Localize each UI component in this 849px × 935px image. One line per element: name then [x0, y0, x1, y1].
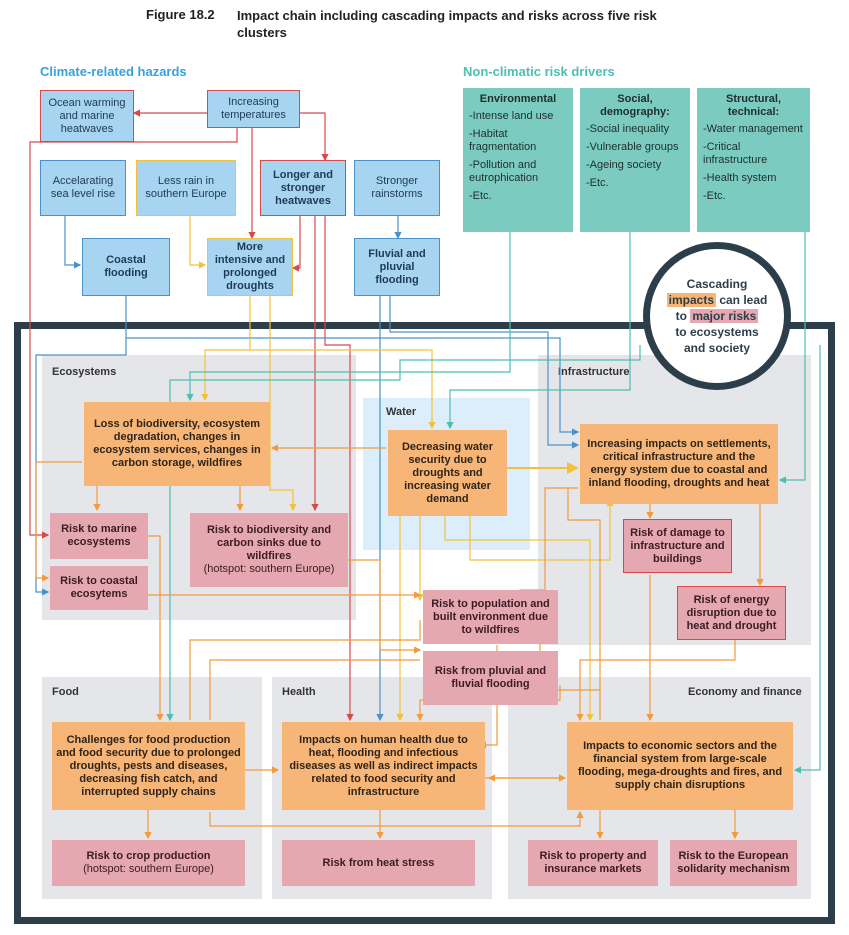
hazard-rainstorms: Stronger rainstorms [354, 160, 440, 216]
impact-water-security: Decreasing water security due to drought… [388, 430, 507, 516]
cluster-label-food: Food [52, 686, 79, 698]
driver-item: -Habitat fragmentation [469, 128, 537, 153]
driver-item: -Etc. [586, 177, 609, 189]
cluster-label-infrastructure: Infrastructure [558, 366, 630, 378]
risk-population: Risk to population and built environment… [423, 590, 558, 644]
risk-energy: Risk of energy disruption due to heat an… [677, 586, 786, 640]
driver-structural-title: Structural, technical: [725, 93, 781, 118]
hazard-coastal-flooding: Coastal flooding [82, 238, 170, 296]
drivers-header: Non-climatic risk drivers [463, 64, 615, 79]
hazard-increasing-temperatures: Increasing temperatures [207, 90, 300, 128]
driver-social: Social, demography: -Social inequality -… [580, 88, 690, 232]
callout-line-2: impacts can lead [666, 292, 768, 308]
callout-to: to [675, 309, 691, 323]
driver-item: -Ageing society [586, 159, 662, 171]
hazard-heatwaves: Longer and stronger heatwaves [260, 160, 346, 216]
risk-coastal: Risk to coastal ecosytems [50, 566, 148, 610]
driver-item: -Social inequality [586, 123, 670, 135]
callout-line-1: Cascading [686, 277, 748, 291]
impact-food: Challenges for food production and food … [52, 722, 245, 810]
driver-item: -Health system [703, 172, 777, 184]
driver-item: -Etc. [703, 190, 726, 202]
callout-line-3: to major risks [676, 308, 759, 324]
callout-line-4: to ecosystems [675, 325, 759, 339]
driver-item: -Pollution and eutrophication [469, 159, 539, 184]
driver-item: -Etc. [469, 190, 492, 202]
risk-biodiversity-note: (hotspot: southern Europe) [203, 563, 335, 575]
hazards-header: Climate-related hazards [40, 64, 187, 79]
risk-cluster-frame [14, 322, 835, 924]
risk-solidarity: Risk to the European solidarity mechanis… [670, 840, 797, 886]
risk-crop: Risk to crop production (hotspot: southe… [52, 840, 245, 886]
impact-economy: Impacts to economic sectors and the fina… [567, 722, 793, 810]
risk-heat-stress: Risk from heat stress [282, 840, 475, 886]
cluster-label-economy: Economy and finance [688, 686, 802, 698]
cluster-label-ecosystems: Ecosystems [52, 366, 117, 378]
cascading-callout: Cascading impacts can lead to major risk… [643, 242, 791, 390]
risk-property: Risk to property and insurance markets [528, 840, 658, 886]
cluster-label-water: Water [386, 406, 417, 418]
hazard-ocean-warming: Ocean warming and marine heatwaves [40, 90, 134, 142]
risk-damage: Risk of damage to infrastructure and bui… [623, 519, 732, 573]
driver-item: -Vulnerable groups [586, 141, 679, 153]
driver-structural: Structural, technical: -Water management… [697, 88, 810, 232]
hazard-sea-level-rise: Accelarating sea level rise [40, 160, 126, 216]
figure-title: Impact chain including cascading impacts… [237, 8, 657, 40]
risk-crop-label: Risk to crop production [86, 850, 211, 862]
driver-environmental-title: Environmental [479, 93, 557, 105]
hazard-fluvial-flooding: Fluvial and pluvial flooding [354, 238, 440, 296]
driver-item: -Water management [703, 123, 803, 135]
risk-crop-note: (hotspot: southern Europe) [83, 863, 214, 875]
impact-biodiversity: Loss of biodiversity, ecosystem degradat… [84, 402, 270, 486]
hazard-less-rain: Less rain in southern Europe [136, 160, 236, 216]
cluster-label-health: Health [282, 686, 316, 698]
hazard-droughts: More intensive and prolonged droughts [207, 238, 293, 296]
driver-item: -Intense land use [469, 110, 554, 122]
risk-pluvial: Risk from pluvial and fluvial flooding [423, 651, 558, 705]
callout-line-5: and society [683, 341, 751, 355]
driver-item: -Critical infrastructure [703, 141, 768, 166]
callout-line-2-rest: can lead [716, 293, 768, 307]
callout-major-risks-highlight: major risks [690, 309, 759, 323]
risk-biodiversity-label: Risk to biodiversity and carbon sinks du… [206, 524, 332, 562]
impact-health: Impacts on human health due to heat, flo… [282, 722, 485, 810]
risk-marine: Risk to marine ecosystems [50, 513, 148, 559]
impact-infrastructure: Increasing impacts on settlements, criti… [580, 424, 778, 504]
figure-number: Figure 18.2 [146, 7, 215, 22]
callout-impacts-highlight: impacts [666, 293, 716, 307]
driver-social-title: Social, demography: [600, 93, 670, 118]
risk-biodiversity: Risk to biodiversity and carbon sinks du… [190, 513, 348, 587]
driver-environmental: Environmental -Intense land use -Habitat… [463, 88, 573, 232]
